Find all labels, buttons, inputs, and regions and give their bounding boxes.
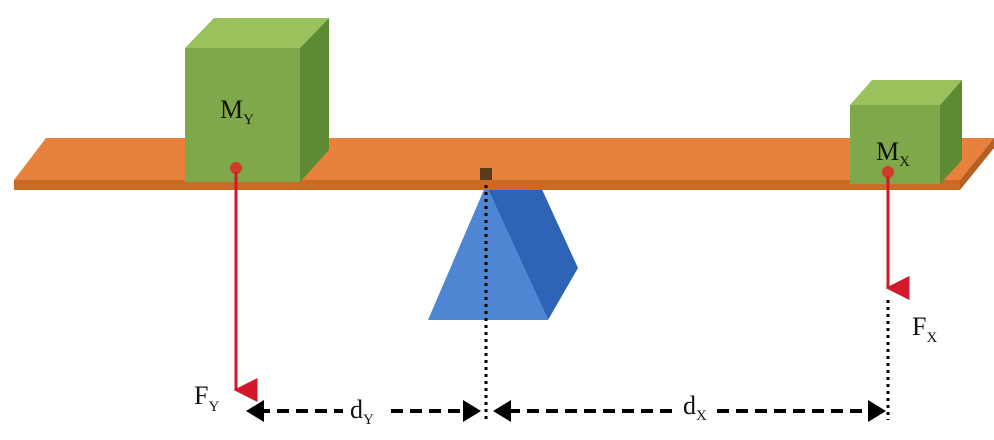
force-left-label: FY: [194, 381, 219, 415]
force-right-label: FX: [912, 312, 937, 346]
block-left: MY: [185, 18, 329, 182]
fulcrum-front-face: [428, 185, 548, 320]
block-right-top: [850, 80, 962, 105]
beam-end: [960, 138, 994, 190]
distance-right-label: dX: [683, 391, 707, 424]
fulcrum: [428, 185, 578, 320]
arrow-head-icon: [493, 400, 511, 422]
dist-left-label-bg: [343, 392, 385, 428]
beam: [14, 138, 994, 190]
fulcrum-side-face: [486, 185, 578, 320]
mass-left-label: MY: [220, 95, 254, 128]
beam-top: [14, 138, 994, 180]
block-right-side: [940, 80, 962, 184]
point-right: [882, 166, 894, 178]
arrow-head-icon: [868, 400, 886, 422]
block-left-side: [300, 18, 329, 182]
block-right: MX: [850, 80, 962, 184]
dist-right-label-bg: [677, 392, 715, 428]
arrow-head-icon: [246, 400, 264, 422]
point-left: [230, 162, 242, 174]
block-right-front: [850, 105, 940, 184]
mass-right-label: MX: [876, 137, 910, 170]
block-left-top: [185, 18, 329, 48]
distance-left-label: dY: [350, 395, 374, 428]
pivot-point: [480, 168, 492, 180]
block-left-front: [185, 48, 300, 182]
arrow-head-icon: [463, 400, 481, 422]
